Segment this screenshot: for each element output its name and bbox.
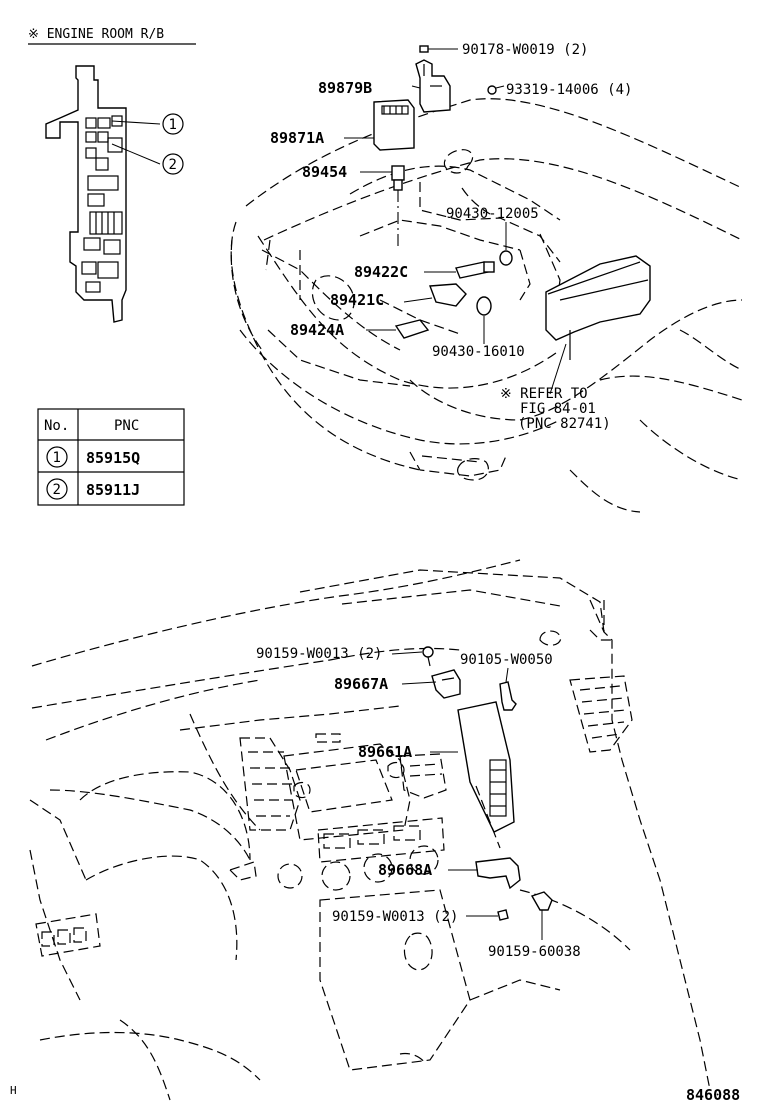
screw-93319 <box>487 85 497 95</box>
table-header-pnc: PNC <box>114 418 139 434</box>
bracket-89668a <box>475 857 521 890</box>
relay-box-body <box>45 65 127 323</box>
engine-room-relay-box-inset: ※ ENGINE ROOM R/B 1 2 <box>28 27 196 323</box>
gasket-90430-12005 <box>499 250 513 266</box>
callout-2-number: 2 <box>169 157 177 173</box>
refer-note-line-3: (PNC 82741) <box>518 416 611 432</box>
bolt-90178 <box>419 45 429 53</box>
label-90430-12005: 90430-12005 <box>446 206 539 222</box>
footer-left-mark: H <box>10 1084 17 1097</box>
label-90159-w0013-lower: 90159-W0013 (2) <box>332 909 458 925</box>
bolt-90159-60038 <box>530 891 553 911</box>
table-row-1-pnc: 85915Q <box>86 449 140 467</box>
label-89424a: 89424A <box>290 321 344 339</box>
table-row-1-no: 1 <box>53 450 61 466</box>
refer-note-line-2: FIG 84-01 <box>520 401 596 417</box>
label-90105-w0050: 90105-W0050 <box>460 652 553 668</box>
bolt-90105-w0050 <box>499 681 517 711</box>
figure-number: 846088 <box>686 1086 740 1104</box>
engine-bay-parts <box>344 45 651 395</box>
dashboard-labels: 90159-W0013 (2) 90105-W0050 89667A 89661… <box>256 646 581 960</box>
label-89668a: 89668A <box>378 861 432 879</box>
engine-bay-illustration <box>230 98 743 513</box>
ecu-89661a <box>457 701 515 833</box>
sensor-89422c <box>455 261 489 279</box>
label-89661a: 89661A <box>358 743 412 761</box>
refer-module-82741 <box>545 255 651 341</box>
label-90159-w0013-upper: 90159-W0013 (2) <box>256 646 382 662</box>
table-header-no: No. <box>44 418 69 434</box>
gasket-90430-16010 <box>476 296 492 316</box>
callout-1-circle <box>162 113 184 135</box>
bracket-89667a <box>431 669 461 699</box>
dashboard-illustration <box>29 559 711 1101</box>
pnc-table: No. PNC 1 85915Q 2 85911J <box>37 408 185 506</box>
label-89454: 89454 <box>302 163 347 181</box>
callout-1-number: 1 <box>169 117 177 133</box>
dashboard-parts <box>391 646 553 940</box>
table-row-2-pnc: 85911J <box>86 481 140 499</box>
label-89871a: 89871A <box>270 129 324 147</box>
refer-note-line-1: ※ REFER TO <box>500 386 588 402</box>
bolt-90159-w0013-lower <box>497 909 509 921</box>
fuse-row <box>89 211 123 235</box>
label-89879b: 89879B <box>318 79 372 97</box>
callout-2-circle <box>162 153 184 175</box>
sensor-89454 <box>391 165 405 181</box>
engine-bay-labels: 90178-W0019 (2) 89879B 93319-14006 (4) 8… <box>270 42 632 432</box>
label-89422c: 89422C <box>354 263 408 281</box>
label-90178-w0019: 90178-W0019 (2) <box>462 42 588 58</box>
sensor-89424a <box>394 319 430 339</box>
label-90159-60038: 90159-60038 <box>488 944 581 960</box>
bolt-90159-w0013-upper <box>422 646 434 658</box>
label-93319-14006: 93319-14006 (4) <box>506 82 632 98</box>
label-89421c: 89421C <box>330 291 384 309</box>
label-89667a: 89667A <box>334 675 388 693</box>
label-90430-16010: 90430-16010 <box>432 344 525 360</box>
table-row-2-no: 2 <box>53 482 61 498</box>
inset-title: ※ ENGINE ROOM R/B <box>28 27 164 42</box>
sensor-89421c <box>429 283 467 307</box>
